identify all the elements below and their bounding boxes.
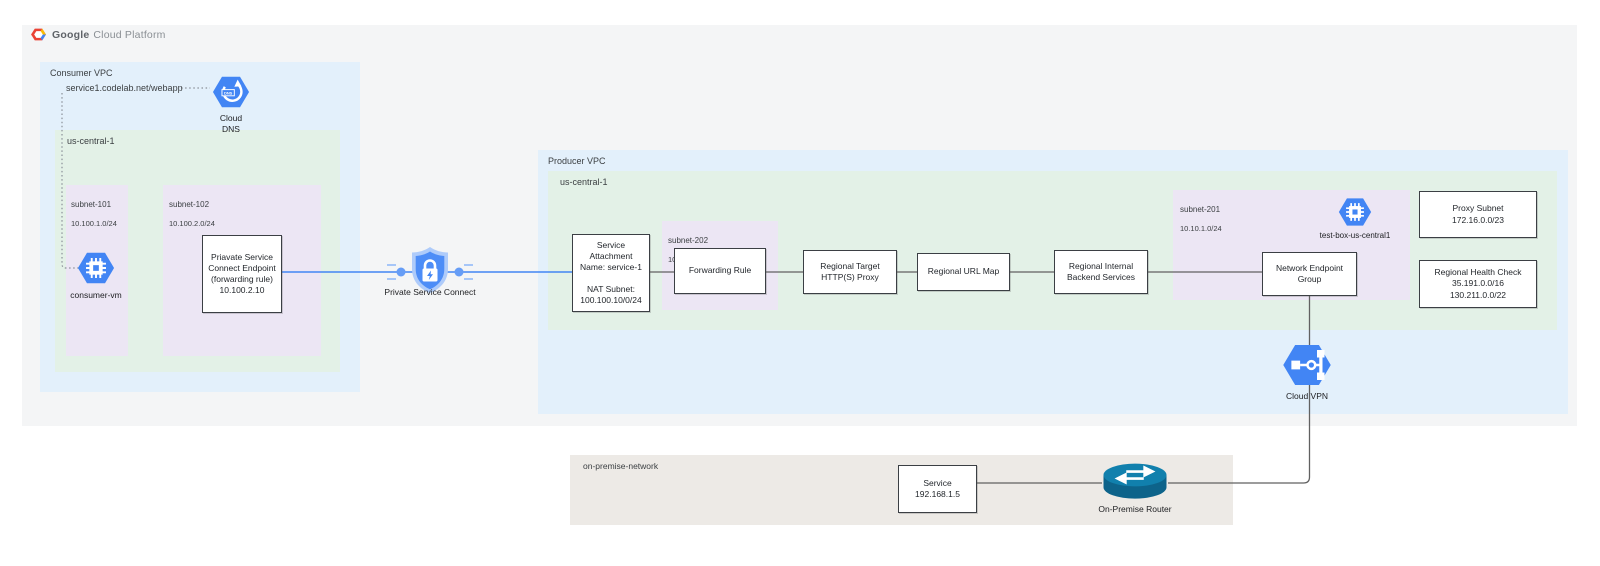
svg-text:DNS: DNS (224, 91, 233, 96)
producer-region-label: us-central-1 (560, 177, 608, 187)
producer-vpc-label: Producer VPC (548, 156, 606, 166)
gcp-logo: Google Cloud Platform (31, 28, 166, 41)
consumer-region-label: us-central-1 (67, 136, 115, 146)
regional-url-map-box: Regional URL Map (917, 253, 1010, 291)
on-premise-router-icon (1100, 461, 1170, 503)
test-box-vm-icon (1338, 195, 1372, 229)
psc-label: Private Service Connect (384, 287, 476, 297)
proxy-subnet-box: Proxy Subnet 172.16.0.0/23 (1419, 191, 1537, 238)
subnet-201-label: subnet-201 10.10.1.0/24 (1180, 204, 1222, 233)
test-box-label: test-box-us-central1 (1319, 231, 1391, 240)
cloud-dns-icon: DNS (212, 73, 250, 111)
dns-record-label: service1.codelab.net/webapp (66, 83, 183, 93)
consumer-vm-label: consumer-vm (70, 290, 122, 300)
subnet-101-label: subnet-101 10.100.1.0/24 (71, 199, 117, 228)
consumer-vm-icon (77, 249, 115, 287)
cloud-vpn-icon (1281, 340, 1333, 390)
cloud-vpn-label: Cloud VPN (1285, 391, 1329, 401)
service-attachment-box: Service Attachment Name: service-1 NAT S… (572, 234, 650, 312)
cloud-dns-label: Cloud DNS (219, 113, 243, 134)
regional-target-proxy-box: Regional Target HTTP(S) Proxy (803, 250, 897, 294)
on-premise-network-label: on-premise-network (583, 461, 659, 471)
regional-health-check-box: Regional Health Check 35.191.0.0/16 130.… (1419, 260, 1537, 308)
logo-text-cloud-platform: Cloud Platform (93, 28, 166, 41)
consumer-vpc-label: Consumer VPC (50, 68, 113, 78)
service-box: Service 192.168.1.5 (898, 465, 977, 513)
subnet-102-label: subnet-102 10.100.2.0/24 (169, 199, 215, 228)
logo-text-google: Google (52, 28, 90, 41)
gcp-logo-icon (31, 28, 46, 41)
psc-shield-icon (408, 245, 452, 295)
on-premise-router-label: On-Premise Router (1098, 504, 1172, 514)
psc-endpoint-box: Priavate Service Connect Endpoint (forwa… (202, 235, 282, 313)
forwarding-rule-box: Forwarding Rule (674, 248, 766, 294)
network-endpoint-group-box: Network Endpoint Group (1262, 252, 1357, 296)
regional-backend-box: Regional Internal Backend Services (1054, 250, 1148, 294)
